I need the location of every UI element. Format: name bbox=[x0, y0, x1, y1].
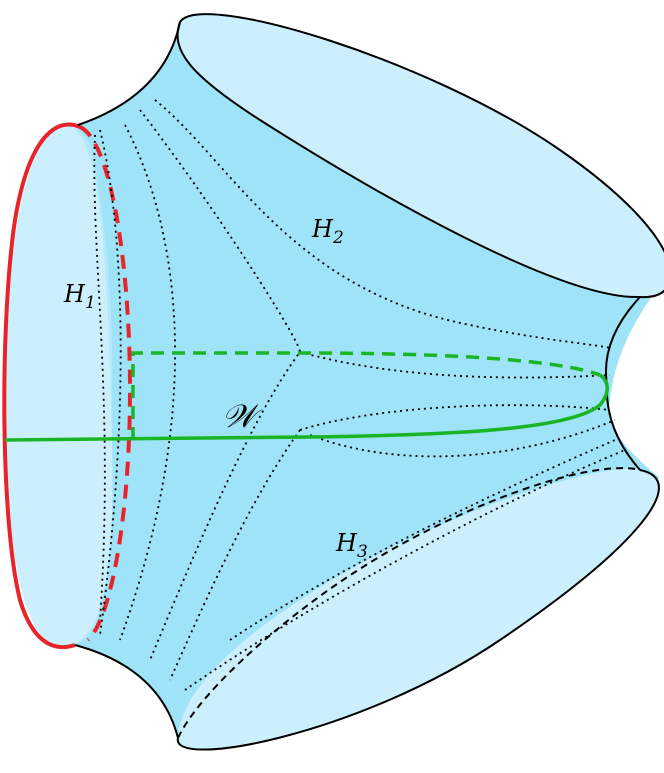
red-boundary-back bbox=[78, 125, 133, 642]
red-boundary-front bbox=[2, 122, 81, 650]
green-path-front bbox=[4, 373, 609, 442]
foliation-curves bbox=[93, 99, 626, 691]
boundary-disk-3 bbox=[177, 468, 659, 750]
disk-3-back-edge bbox=[177, 467, 641, 739]
boundary-disk-1 bbox=[4, 124, 113, 647]
label-h2: H2 bbox=[311, 215, 344, 248]
surface-body bbox=[33, 22, 661, 738]
disk-3-front-edge bbox=[176, 469, 660, 751]
outline-top-left bbox=[77, 21, 181, 126]
green-path-back bbox=[131, 351, 601, 440]
label-h3: H3 bbox=[335, 529, 368, 562]
boundary-disk-2 bbox=[176, 13, 664, 299]
outline-bottom-left bbox=[74, 644, 179, 739]
label-h1: H1 bbox=[63, 280, 96, 313]
